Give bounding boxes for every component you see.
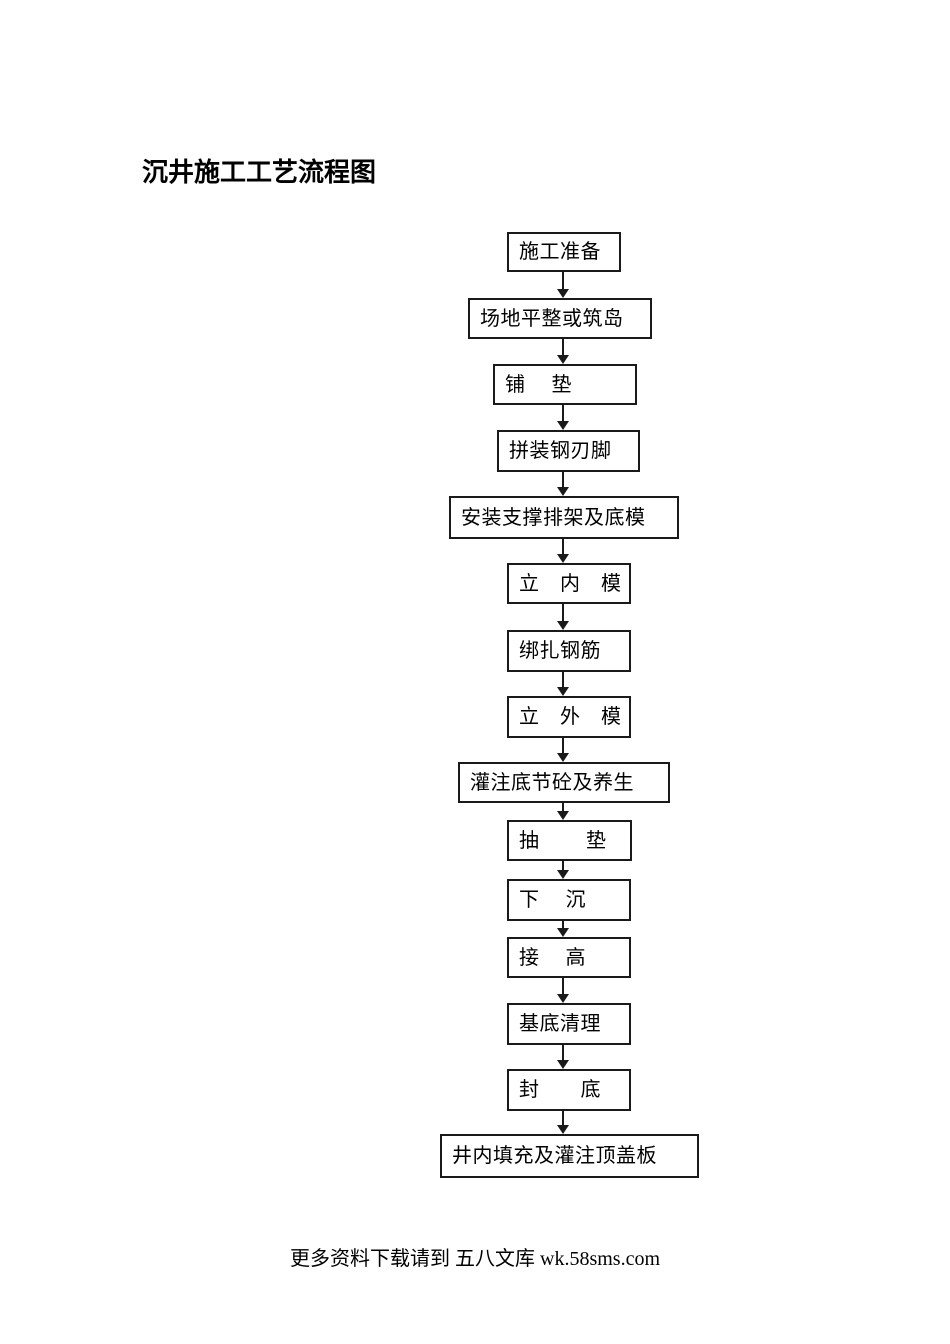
flow-arrow-1 <box>557 270 570 298</box>
footer-text: 更多资料下载请到 五八文库 wk.58sms.com <box>290 1248 660 1270</box>
flow-node-13: 基底清理 <box>507 1003 631 1045</box>
flow-arrow-10 <box>557 859 570 879</box>
down-arrowhead-icon <box>557 289 569 298</box>
flow-arrow-5 <box>557 537 570 563</box>
flow-node-2: 场地平整或筑岛 <box>468 298 652 339</box>
flow-node-5: 安装支撑排架及底模 <box>449 496 679 539</box>
arrow-shaft <box>562 1109 564 1128</box>
down-arrowhead-icon <box>557 753 569 762</box>
flow-arrow-2 <box>557 337 570 364</box>
arrow-shaft <box>562 602 564 624</box>
arrow-shaft <box>562 670 564 690</box>
flow-arrow-6 <box>557 602 570 630</box>
arrow-shaft <box>562 403 564 424</box>
arrow-shaft <box>562 859 564 873</box>
flow-arrow-12 <box>557 976 570 1003</box>
flow-node-14: 封 底 <box>507 1069 631 1111</box>
arrow-shaft <box>562 470 564 490</box>
arrow-shaft <box>562 736 564 756</box>
down-arrowhead-icon <box>557 421 569 430</box>
arrow-shaft <box>562 1043 564 1063</box>
flow-arrow-8 <box>557 736 570 762</box>
flow-arrow-13 <box>557 1043 570 1069</box>
arrow-shaft <box>562 801 564 814</box>
down-arrowhead-icon <box>557 1125 569 1134</box>
down-arrowhead-icon <box>557 870 569 879</box>
flow-node-12: 接 高 <box>507 937 631 978</box>
arrow-shaft <box>562 919 564 931</box>
down-arrowhead-icon <box>557 621 569 630</box>
flow-node-3: 铺 垫 <box>493 364 637 405</box>
down-arrowhead-icon <box>557 355 569 364</box>
flow-node-4: 拼装钢刃脚 <box>497 430 640 472</box>
flow-arrow-3 <box>557 403 570 430</box>
down-arrowhead-icon <box>557 554 569 563</box>
page-title: 沉井施工工艺流程图 <box>142 157 377 187</box>
flow-arrow-11 <box>557 919 570 937</box>
flow-node-1: 施工准备 <box>507 232 621 272</box>
arrow-shaft <box>562 537 564 557</box>
flow-arrow-14 <box>557 1109 570 1134</box>
flow-node-15: 井内填充及灌注顶盖板 <box>440 1134 699 1178</box>
arrow-shaft <box>562 337 564 358</box>
flow-node-9: 灌注底节砼及养生 <box>458 762 670 803</box>
flow-node-6: 立 内 模 <box>507 563 631 604</box>
down-arrowhead-icon <box>557 928 569 937</box>
flow-node-8: 立 外 模 <box>507 696 631 738</box>
flow-arrow-4 <box>557 470 570 496</box>
down-arrowhead-icon <box>557 1060 569 1069</box>
arrow-shaft <box>562 270 564 292</box>
flow-node-11: 下 沉 <box>507 879 631 921</box>
arrow-shaft <box>562 976 564 997</box>
flow-node-7: 绑扎钢筋 <box>507 630 631 672</box>
flow-node-10: 抽 垫 <box>507 820 632 861</box>
flow-arrow-7 <box>557 670 570 696</box>
down-arrowhead-icon <box>557 994 569 1003</box>
down-arrowhead-icon <box>557 687 569 696</box>
down-arrowhead-icon <box>557 487 569 496</box>
flow-arrow-9 <box>557 801 570 820</box>
down-arrowhead-icon <box>557 811 569 820</box>
